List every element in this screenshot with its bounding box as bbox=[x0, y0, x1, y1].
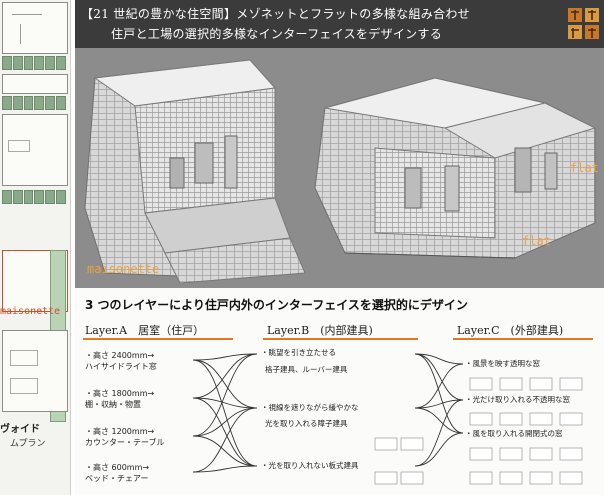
plan-grid-row bbox=[2, 56, 66, 70]
layer-b-heading: Layer.B (内部建具) bbox=[267, 324, 373, 337]
plan-furniture bbox=[8, 140, 30, 152]
layer-a-item: ・高さ 1200mm→ カウンター・テーブル bbox=[85, 426, 165, 448]
flat-building bbox=[314, 77, 597, 259]
connection-lines bbox=[192, 353, 583, 485]
plan-furniture bbox=[10, 378, 38, 394]
header-title-line2: 住戸と工場の選択的多様なインターフェイスをデザインする bbox=[111, 27, 443, 41]
layer-a-heading: Layer.A 居室（住戸） bbox=[85, 324, 205, 337]
layer-c-underline bbox=[453, 338, 593, 340]
layer-b-underline bbox=[263, 338, 418, 340]
layer-b-item: ・眺望を引き立たせる bbox=[261, 348, 336, 357]
void-label: ヴォイド bbox=[0, 424, 40, 435]
render-label-flat-upper: flat bbox=[570, 161, 599, 175]
left-floorplan-strip: maisonette ヴォイド ムプラン bbox=[0, 0, 71, 495]
layer-a-item-use: ベッド・チェアー bbox=[85, 474, 149, 483]
plan-furniture bbox=[10, 350, 38, 366]
render-label-flat-lower: flat bbox=[522, 234, 551, 248]
layer-a-item: ・高さ 1800mm→ 棚・収納・物置 bbox=[85, 388, 154, 410]
layer-c-item: ・風景を映す透明な窓 bbox=[465, 359, 540, 368]
layer-a-item-height: ・高さ 1800mm→ bbox=[85, 389, 155, 398]
isometric-building-render bbox=[84, 59, 597, 284]
layer-a-item-height: ・高さ 2400mm→ bbox=[85, 351, 155, 360]
maisonette-building bbox=[84, 59, 306, 284]
plan-grid-row bbox=[2, 96, 66, 110]
floorplan-block bbox=[2, 330, 68, 412]
layer-diagram: 3 つのレイヤーにより住戸内外のインターフェイスを選択的にデザイン Layer.… bbox=[75, 288, 604, 495]
layer-a-item-height: ・高さ 600mm→ bbox=[85, 463, 150, 472]
layer-a-item-use: カウンター・テーブル bbox=[85, 438, 165, 447]
kanji-logo-icon bbox=[568, 8, 599, 39]
plan-line bbox=[12, 14, 42, 15]
header-banner: 【21 世紀の豊かな住空間】メゾネットとフラットの多様な組み合わせ 住戸と工場の… bbox=[75, 0, 604, 48]
floorplan-block bbox=[2, 114, 68, 186]
layer-b-item: ・光を取り入れない板式建具 bbox=[261, 461, 359, 470]
layer-c-item: ・光だけ取り入れる不透明な窓 bbox=[465, 395, 570, 404]
layer-a-item-height: ・高さ 1200mm→ bbox=[85, 427, 155, 436]
plan-line bbox=[20, 24, 21, 44]
maisonette-label: maisonette bbox=[0, 306, 61, 317]
layer-b-item: ・視線を遮りながら緩やかな bbox=[261, 403, 359, 412]
layer-a-item-use: 棚・収納・物置 bbox=[85, 400, 141, 409]
layer-a-item: ・高さ 600mm→ ベッド・チェアー bbox=[85, 462, 149, 484]
layer-a-underline bbox=[83, 338, 233, 340]
floorplan-block bbox=[2, 74, 68, 94]
layer-a-item-use: ハイサイドライト窓 bbox=[85, 362, 157, 371]
plan-grid-row bbox=[2, 190, 66, 204]
diagram-title: 3 つのレイヤーにより住戸内外のインターフェイスを選択的にデザイン bbox=[85, 298, 468, 312]
header-title-line1: 【21 世紀の豊かな住空間】メゾネットとフラットの多様な組み合わせ bbox=[81, 7, 470, 21]
render-label-maisonette: maisonette bbox=[87, 262, 160, 276]
building-render-panel: maisonette flat flat bbox=[75, 48, 604, 288]
layer-c-heading: Layer.C (外部建具) bbox=[457, 324, 564, 337]
layer-b-item: 光を取り入れる障子建具 bbox=[265, 419, 348, 428]
plan-label: ムプラン bbox=[10, 439, 46, 449]
floorplan-block bbox=[2, 2, 68, 54]
layer-a-item: ・高さ 2400mm→ ハイサイドライト窓 bbox=[85, 350, 157, 372]
layer-c-item: ・風を取り入れる開閉式の窓 bbox=[465, 429, 563, 438]
layer-b-item: 格子建具、ルーバー建具 bbox=[265, 365, 348, 374]
